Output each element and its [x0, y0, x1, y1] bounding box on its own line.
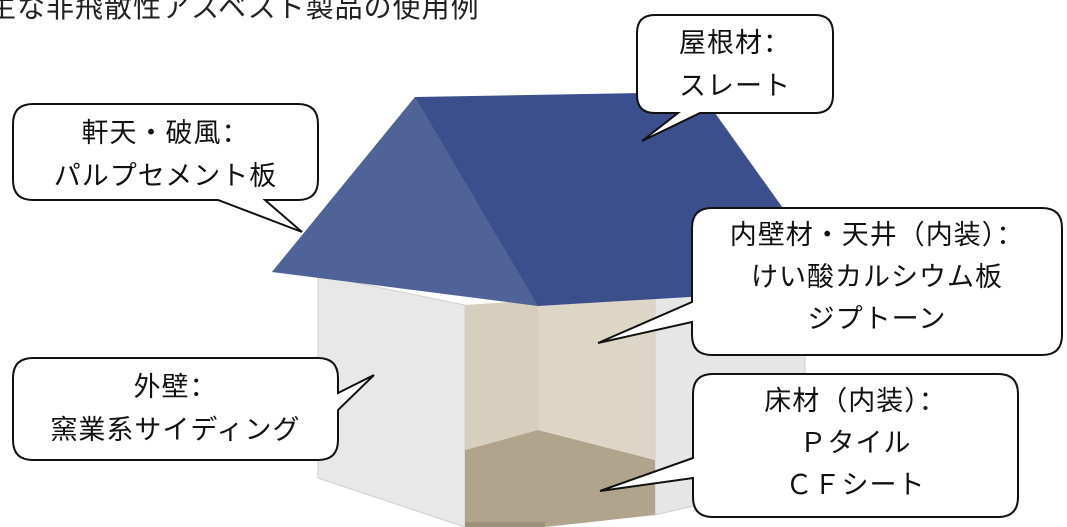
callout-floor: 床材（内装）： Ｐタイル ＣＦシート	[693, 381, 1018, 507]
callout-exterior: 外壁： 窯業系サイディング	[13, 366, 338, 452]
callout-roof-line1: 屋根材：	[679, 28, 791, 59]
roof-side-shade	[272, 97, 538, 306]
callout-exterior-line1: 外壁：	[133, 372, 218, 403]
callout-eaves-line2: パルプセメント板	[53, 161, 278, 192]
callout-eaves-bubble	[12, 103, 319, 233]
callout-interior: 内壁材・天井（内装）： けい酸カルシウム板 ジプトーン	[692, 215, 1062, 341]
callout-floor-line2: Ｐタイル	[799, 428, 912, 459]
interior-floor	[465, 430, 655, 527]
callout-roof-line2: スレート	[679, 71, 791, 102]
callout-interior-bubble	[597, 207, 1063, 356]
diagram-title: 主な非飛散性アスベスト製品の使用例	[0, 0, 480, 24]
callout-exterior-line2: 窯業系サイディング	[50, 415, 301, 446]
callout-roof-bubble	[636, 14, 834, 142]
callout-eaves-line1: 軒天・破風：	[81, 118, 250, 149]
callout-interior-line1: 内壁材・天井（内装）：	[729, 220, 1025, 251]
interior-floor-edge	[465, 522, 545, 527]
callout-eaves: 軒天・破風： パルプセメント板	[13, 112, 318, 198]
callout-roof: 屋根材： スレート	[637, 22, 833, 108]
callout-floor-line1: 床材（内装）：	[764, 386, 947, 417]
callout-floor-line3: ＣＦシート	[785, 470, 926, 501]
interior-back-wall	[465, 300, 538, 450]
callout-interior-line2: けい酸カルシウム板	[751, 262, 1003, 293]
callout-floor-bubble	[599, 373, 1019, 518]
callout-exterior-bubble	[12, 357, 375, 461]
callout-interior-line3: ジプトーン	[807, 304, 947, 335]
